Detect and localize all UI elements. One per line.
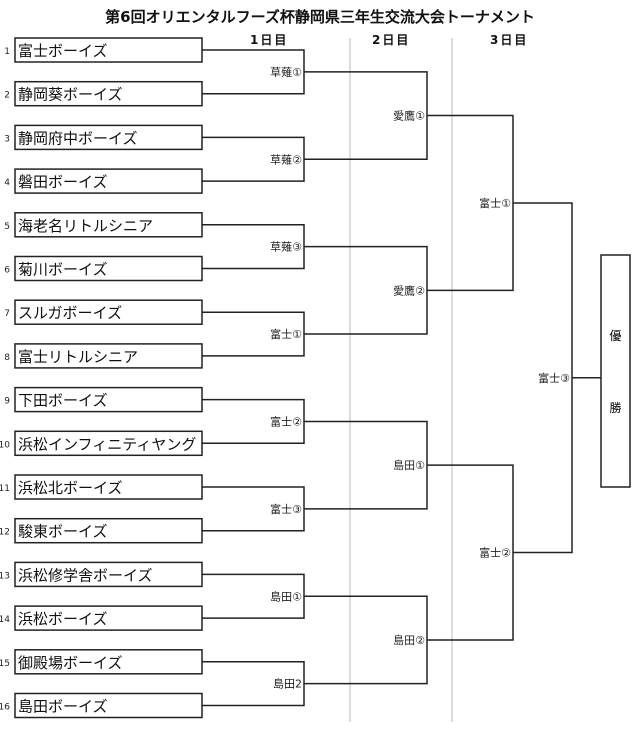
match-label: 島田①	[270, 589, 302, 603]
team-name: 浜松ボーイズ	[18, 610, 108, 628]
team-box	[14, 255, 203, 282]
team-seed: 3	[4, 134, 10, 144]
team-box	[14, 474, 203, 500]
team-name: 浜松修学舎ボーイズ	[18, 566, 153, 584]
team-box	[14, 299, 203, 325]
team-box	[14, 649, 203, 675]
team-name: 富士リトルシニア	[18, 348, 138, 366]
team-seed: 11	[0, 484, 10, 494]
team-seed: 14	[0, 615, 10, 625]
match-label: 草薙②	[270, 153, 302, 166]
match-label: 島田②	[393, 633, 425, 647]
match-label: 富士②	[479, 546, 511, 560]
team-name: 浜松北ボーイズ	[18, 479, 123, 497]
day-3-header: 3日目	[490, 33, 529, 47]
team-seed: 9	[4, 397, 10, 407]
team-box	[14, 605, 203, 631]
team-name: 磐田ボーイズ	[18, 173, 108, 191]
team-seed: 5	[4, 222, 10, 232]
team-name: 島田ボーイズ	[18, 698, 108, 716]
team-box	[14, 37, 203, 63]
match-label: 島田2	[273, 677, 302, 691]
team-seed: 4	[4, 178, 10, 188]
team-box	[14, 124, 203, 151]
team-seed: 16	[0, 703, 10, 713]
team-seed: 6	[4, 266, 10, 276]
day-2-header: 2日目	[372, 33, 411, 47]
team-name: 駿東ボーイズ	[18, 523, 108, 541]
winner-label-2: 勝	[609, 400, 621, 415]
match-label: 富士②	[270, 414, 302, 428]
team-name: スルガボーイズ	[18, 304, 122, 322]
match-label: 草薙③	[270, 241, 302, 254]
match-label: 富士①	[479, 196, 511, 210]
match-label: 草薙①	[270, 66, 302, 79]
match-label: 島田①	[393, 458, 425, 472]
team-seed: 15	[0, 659, 10, 669]
team-box	[14, 517, 203, 544]
match-label: 富士①	[270, 327, 302, 341]
team-name: 下田ボーイズ	[18, 392, 108, 410]
team-seed: 12	[0, 528, 10, 538]
match-label: 富士③	[270, 502, 302, 516]
team-seed: 7	[4, 309, 10, 319]
team-seed: 8	[4, 353, 10, 363]
team-name: 海老名リトルシニア	[18, 217, 153, 235]
team-name: 静岡府中ボーイズ	[18, 129, 138, 147]
match-label: 富士③	[538, 371, 570, 385]
winner-label-1: 優	[609, 329, 621, 343]
match-label: 愛鷹①	[393, 109, 425, 123]
team-seed: 2	[4, 91, 10, 101]
team-name: 浜松インフィニティヤング	[18, 435, 196, 453]
team-seed: 1	[4, 47, 10, 57]
team-seed: 10	[0, 440, 10, 450]
team-box	[14, 430, 203, 457]
team-name: 御殿場ボーイズ	[18, 654, 123, 672]
day-1-header: 1日目	[250, 33, 289, 47]
team-box	[14, 212, 203, 238]
match-label: 愛鷹②	[393, 283, 425, 297]
team-name: 富士ボーイズ	[18, 42, 108, 60]
team-seed: 13	[0, 571, 10, 581]
team-name: 菊川ボーイズ	[18, 261, 108, 279]
team-box	[14, 343, 203, 369]
winner-box	[600, 254, 631, 488]
team-name: 静岡葵ボーイズ	[18, 86, 123, 104]
page-title: 第6回オリエンタルフーズ杯静岡県三年生交流大会トーナメント	[105, 8, 535, 26]
team-box	[14, 168, 203, 194]
